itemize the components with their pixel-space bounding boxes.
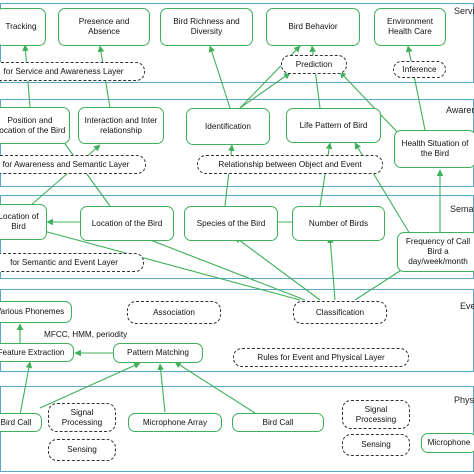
node-microphone-array-label: Microphone Array <box>142 417 208 427</box>
node-bird-call-left-label: Bird Call <box>0 417 32 427</box>
node-association: Association <box>127 301 221 324</box>
node-inference: Inference <box>393 61 446 78</box>
rules-service-awareness: for Service and Awareness Layer <box>0 62 145 81</box>
node-semantic-location-label: Location of Bird <box>0 212 39 231</box>
node-sensing-1-label: Sensing <box>67 445 97 454</box>
node-location-of-bird-label: Location of the Bird <box>91 218 163 228</box>
node-relationship-label: Relationship between Object and Event <box>218 159 362 169</box>
node-prediction-label: Prediction <box>295 59 333 69</box>
node-various-phonemes: Various Phonemes <box>0 301 72 323</box>
node-sensing-2: Sensing <box>342 434 410 456</box>
node-feature-extraction-label: Feature Extraction <box>0 347 65 357</box>
node-relationship: Relationship between Object and Event <box>197 155 383 174</box>
node-health-situation: Health Situation of the Bird <box>394 130 474 168</box>
node-pattern-matching: Pattern Matching <box>113 343 203 363</box>
node-microphone-right: Microphone <box>421 433 474 453</box>
node-signal-processing-1: Signal Processing <box>48 403 116 432</box>
feature-methods-text: MFCC, HMM, periodity <box>44 330 128 339</box>
rules-awareness-semantic-label: for Awareness and Semantic Layer <box>2 159 130 169</box>
node-classification-label: Classification <box>315 307 365 317</box>
node-frequency: Frequency of Call Bird a day/week/month <box>397 232 474 272</box>
node-signal-processing-2-label: Signal Processing <box>355 404 397 424</box>
node-tracking: Tracking <box>0 8 46 46</box>
node-semantic-location: Location of Bird <box>0 204 47 240</box>
node-prediction: Prediction <box>281 55 347 74</box>
node-life-pattern-label: Life Pattern of Bird <box>299 120 368 130</box>
node-presence-absence: Presence and Absence <box>58 8 150 46</box>
node-classification: Classification <box>293 301 387 324</box>
rules-event-physical-label: Rules for Event and Physical Layer <box>257 352 385 362</box>
node-identification: Identification <box>186 108 270 145</box>
node-presence-absence-label: Presence and Absence <box>78 17 130 36</box>
event-layer-label: Event <box>460 301 474 311</box>
node-feature-extraction: Feature Extraction <box>0 343 74 362</box>
node-bird-behavior: Bird Behavior <box>266 8 360 46</box>
node-various-phonemes-label: Various Phonemes <box>0 307 65 316</box>
node-species-label: Species of the Bird <box>196 218 266 228</box>
node-environment-health-label: Environment Health Care <box>387 17 433 36</box>
node-bird-call-mid: Bird Call <box>232 413 324 432</box>
rules-event-physical: Rules for Event and Physical Layer <box>233 348 409 367</box>
awareness-layer-label: Awareness <box>446 105 474 115</box>
node-number-of-birds: Number of Birds <box>292 206 385 241</box>
node-sensing-2-label: Sensing <box>361 440 391 449</box>
node-number-of-birds-label: Number of Birds <box>308 218 369 228</box>
rules-semantic-event-label: for Semantic and Event Layer <box>10 257 118 267</box>
node-microphone-array: Microphone Array <box>128 413 222 432</box>
node-interaction: Interaction and Inter relationship <box>78 107 164 144</box>
node-signal-processing-1-label: Signal Processing <box>61 407 103 427</box>
node-position-location-label: Position and Location of the Bird <box>0 115 66 135</box>
node-life-pattern: Life Pattern of Bird <box>286 108 381 143</box>
node-bird-call-left: Bird Call <box>0 413 42 432</box>
rules-awareness-semantic: for Awareness and Semantic Layer <box>0 155 146 174</box>
node-identification-label: Identification <box>205 121 251 131</box>
node-bird-richness: Bird Richness and Diversity <box>160 8 253 46</box>
node-bird-richness-label: Bird Richness and Diversity <box>173 17 240 36</box>
node-association-label: Association <box>153 307 195 317</box>
service-layer-label: Service <box>454 6 474 16</box>
node-species: Species of the Bird <box>184 206 278 241</box>
rules-service-awareness-label: for Service and Awareness Layer <box>3 66 124 76</box>
rules-semantic-event: for Semantic and Event Layer <box>0 253 144 272</box>
semantic-layer-label: Semantic <box>450 204 474 214</box>
node-inference-label: Inference <box>402 64 437 74</box>
node-tracking-label: Tracking <box>5 22 37 31</box>
node-interaction-label: Interaction and Inter relationship <box>84 115 158 135</box>
node-signal-processing-2: Signal Processing <box>342 400 410 429</box>
node-microphone-right-label: Microphone <box>427 438 471 447</box>
node-bird-behavior-label: Bird Behavior <box>288 22 338 31</box>
node-health-situation-label: Health Situation of the Bird <box>401 139 469 158</box>
node-position-location: Position and Location of the Bird <box>0 107 70 144</box>
node-frequency-label: Frequency of Call Bird a day/week/month <box>405 237 471 266</box>
physical-layer-label: Physical <box>454 395 474 405</box>
node-bird-call-mid-label: Bird Call <box>262 417 294 427</box>
node-environment-health: Environment Health Care <box>374 8 446 46</box>
node-pattern-matching-label: Pattern Matching <box>127 348 189 357</box>
node-location-of-bird: Location of the Bird <box>80 206 174 241</box>
node-sensing-1: Sensing <box>48 439 116 461</box>
